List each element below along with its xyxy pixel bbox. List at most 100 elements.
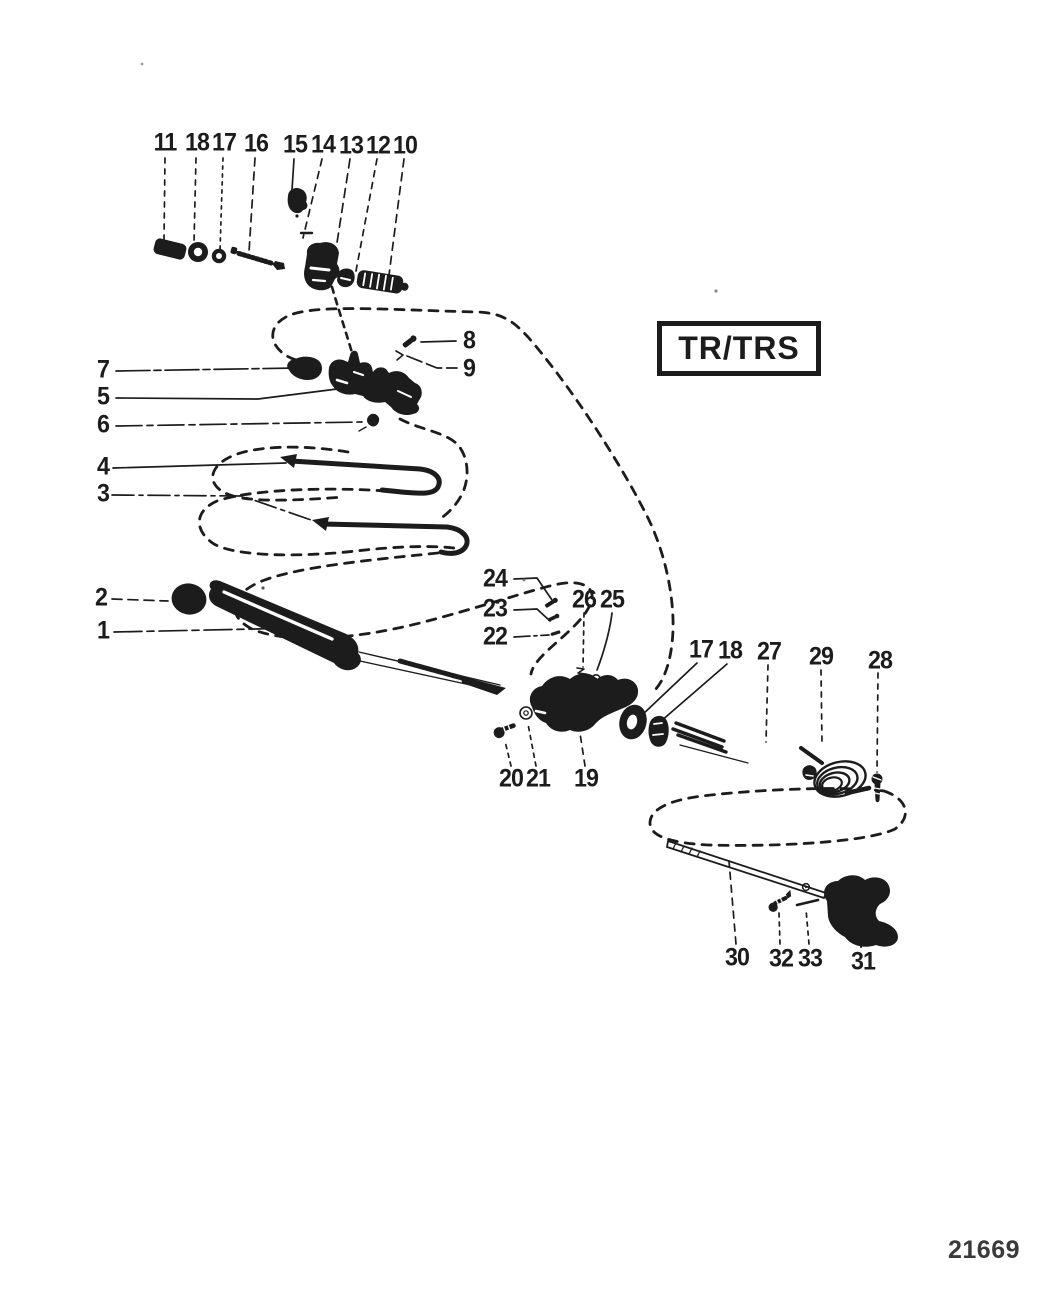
callout-label-15-4: 15 bbox=[282, 130, 308, 159]
part-21-washer bbox=[519, 706, 533, 720]
callout-label-17-23: 17 bbox=[688, 635, 714, 664]
part-12-10-barrel bbox=[356, 270, 409, 294]
callout-label-18-1: 18 bbox=[184, 128, 210, 157]
part-15-cap bbox=[287, 187, 314, 235]
leader-11 bbox=[163, 157, 166, 241]
part-22-pin bbox=[550, 630, 561, 636]
callout-label-11-0: 11 bbox=[153, 128, 178, 157]
callout-label-8-9: 8 bbox=[462, 326, 476, 355]
leader-15 bbox=[291, 158, 295, 191]
routing-hook-upper bbox=[398, 417, 469, 521]
part-17-washer-lower bbox=[619, 704, 647, 740]
part-28-screw bbox=[871, 773, 883, 803]
callout-label-1-17: 1 bbox=[96, 616, 110, 645]
part-18-nut-lower bbox=[648, 715, 669, 747]
leader-18-top bbox=[193, 157, 197, 244]
callout-label-30-31: 30 bbox=[724, 943, 750, 972]
leader-6 bbox=[115, 421, 363, 427]
callout-label-23-19: 23 bbox=[482, 594, 508, 623]
leader-18-lower bbox=[659, 663, 728, 723]
part-33-pin bbox=[795, 898, 820, 907]
callout-label-19-30: 19 bbox=[573, 764, 599, 793]
part-29-torsion-spring bbox=[799, 746, 872, 798]
part-23-screw bbox=[547, 613, 560, 622]
routing-handle-loop bbox=[233, 551, 594, 676]
part-6-pin bbox=[358, 413, 380, 432]
callout-label-33-33: 33 bbox=[797, 944, 823, 973]
callout-label-27-25: 27 bbox=[756, 637, 782, 666]
routing-bottom-loop bbox=[648, 787, 907, 847]
leader-32 bbox=[778, 912, 781, 945]
callout-label-14-5: 14 bbox=[310, 130, 336, 159]
callout-label-31-34: 31 bbox=[850, 947, 876, 976]
callout-label-3-15: 3 bbox=[96, 479, 110, 508]
callout-label-17-2: 17 bbox=[211, 128, 237, 157]
part-7-anchor bbox=[287, 356, 322, 380]
leader-2 bbox=[111, 598, 169, 602]
leader-14 bbox=[302, 158, 323, 239]
part-11-sleeve bbox=[153, 238, 187, 260]
part-3-cable bbox=[312, 517, 470, 556]
part-13-nut bbox=[337, 268, 355, 288]
callout-label-16-3: 16 bbox=[243, 129, 269, 158]
callout-label-21-29: 21 bbox=[525, 764, 551, 793]
part-30-link-rod bbox=[666, 840, 827, 899]
callout-label-25-22: 25 bbox=[599, 585, 625, 614]
leader-24 bbox=[513, 577, 553, 601]
leader-30 bbox=[728, 860, 737, 945]
part-1-handle bbox=[208, 580, 506, 695]
leader-3 bbox=[111, 494, 315, 522]
scan-speckles bbox=[140, 62, 718, 590]
callout-label-2-16: 2 bbox=[94, 583, 108, 612]
leader-17-top bbox=[219, 157, 224, 252]
leader-5 bbox=[115, 387, 346, 400]
part-31-cam-block bbox=[824, 875, 898, 947]
leader-23 bbox=[513, 608, 551, 622]
part-2-knob bbox=[171, 583, 207, 615]
callout-label-10-8: 10 bbox=[392, 131, 418, 160]
leader-33 bbox=[805, 908, 810, 945]
leader-19 bbox=[579, 732, 586, 767]
leader-4 bbox=[112, 462, 287, 469]
part-4-cable bbox=[280, 454, 442, 496]
part-8-screw bbox=[402, 335, 417, 348]
callout-label-28-27: 28 bbox=[867, 646, 893, 675]
leader-10 bbox=[388, 158, 405, 276]
model-badge-text: TR/TRS bbox=[678, 330, 800, 366]
part-18-washer-top bbox=[188, 242, 208, 262]
callout-label-12-7: 12 bbox=[365, 131, 391, 160]
leader-lines bbox=[111, 157, 879, 948]
part-24-screw bbox=[544, 597, 558, 608]
leader-22 bbox=[513, 634, 550, 638]
leader-28 bbox=[876, 672, 879, 773]
leader-20 bbox=[504, 740, 512, 767]
splined-shaft bbox=[671, 721, 749, 764]
callout-label-26-21: 26 bbox=[571, 585, 597, 614]
part-9-clip bbox=[395, 350, 404, 361]
leader-12 bbox=[355, 158, 378, 272]
part-20-screw bbox=[493, 723, 516, 739]
leader-25 bbox=[596, 612, 613, 671]
callout-label-5-12: 5 bbox=[96, 382, 110, 411]
callout-label-20-28: 20 bbox=[498, 764, 524, 793]
callout-label-6-13: 6 bbox=[96, 410, 110, 439]
leader-26 bbox=[582, 612, 585, 668]
part-29-spring-arm-tab bbox=[802, 765, 817, 780]
routing-hairpin-lower bbox=[198, 487, 462, 557]
routing-hairpin-upper bbox=[211, 445, 350, 502]
leader-21 bbox=[527, 723, 537, 767]
leader-8 bbox=[420, 340, 457, 343]
leader-7 bbox=[115, 367, 299, 372]
leader-13 bbox=[333, 158, 351, 263]
part-26-setscrew bbox=[576, 667, 588, 680]
part-19-anchor-bracket bbox=[529, 673, 639, 732]
callout-label-29-26: 29 bbox=[808, 642, 834, 671]
callout-label-4-14: 4 bbox=[96, 452, 110, 481]
leader-17-lower bbox=[640, 662, 698, 717]
callout-label-22-20: 22 bbox=[482, 622, 508, 651]
leader-29 bbox=[820, 669, 823, 744]
routing-block-to-assembly bbox=[330, 285, 355, 358]
part-5-cable-end-assembly bbox=[328, 350, 422, 416]
